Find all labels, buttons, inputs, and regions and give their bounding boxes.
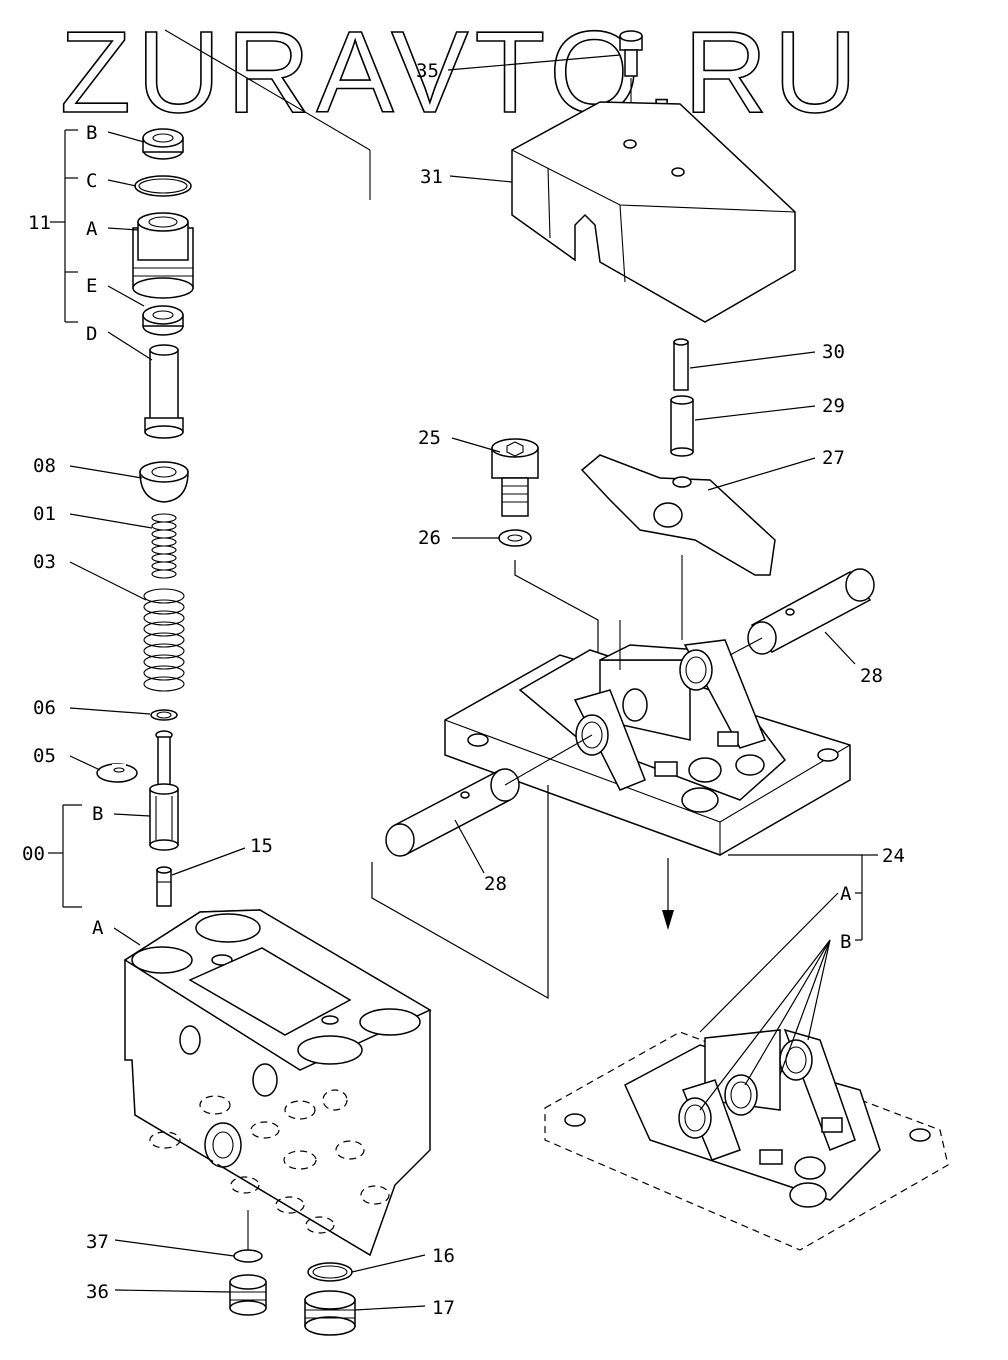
callout-27: 27 bbox=[822, 447, 845, 469]
callout-36: 36 bbox=[86, 1281, 109, 1303]
part-06-washer bbox=[150, 709, 178, 721]
watermark-text: ZURAVTO.RU bbox=[60, 7, 863, 137]
part-05-retainer bbox=[96, 763, 138, 783]
callout-16: 16 bbox=[432, 1245, 455, 1267]
callout-11-D: D bbox=[86, 323, 97, 345]
axis-line-pin-upper bbox=[729, 637, 763, 656]
group-00-bracket bbox=[48, 804, 82, 908]
callout-37: 37 bbox=[86, 1231, 109, 1253]
part-26-lock-washer bbox=[498, 529, 532, 547]
part-08-spring-seat bbox=[139, 461, 189, 503]
callout-11-C: C bbox=[86, 170, 97, 192]
callout-08: 08 bbox=[33, 455, 56, 477]
callout-24: 24 bbox=[882, 845, 905, 867]
part-00A-valve-body bbox=[123, 909, 432, 1257]
part-30-pin bbox=[673, 338, 689, 391]
part-35-bolt bbox=[619, 30, 643, 140]
part-11C-o-ring-inner bbox=[138, 178, 188, 194]
part-28-pin-upper bbox=[747, 568, 875, 655]
part-01-inner-spring bbox=[151, 513, 177, 579]
callout-17: 17 bbox=[432, 1297, 455, 1319]
part-25-socket-bolt bbox=[491, 438, 539, 517]
callout-29: 29 bbox=[822, 395, 845, 417]
part-24A-base-plate-view bbox=[544, 1028, 949, 1251]
callout-24-B: B bbox=[840, 931, 851, 953]
callout-06: 06 bbox=[33, 697, 56, 719]
callout-15: 15 bbox=[250, 835, 273, 857]
callout-00-A: A bbox=[92, 917, 104, 939]
callout-11-E: E bbox=[86, 275, 97, 297]
callout-26: 26 bbox=[418, 527, 441, 549]
callout-11-B: B bbox=[86, 122, 97, 144]
part-17-plug bbox=[304, 1290, 356, 1336]
part-29-sleeve bbox=[670, 395, 694, 457]
axis-line-top bbox=[164, 29, 371, 151]
callout-25: 25 bbox=[418, 427, 441, 449]
callout-28-lower: 28 bbox=[484, 873, 507, 895]
part-11B-seal bbox=[142, 128, 184, 160]
part-24-base-plate bbox=[444, 639, 851, 856]
callout-03: 03 bbox=[33, 551, 56, 573]
part-37-o-ring bbox=[233, 1249, 263, 1263]
part-31-cover bbox=[511, 101, 796, 323]
part-00B-spool bbox=[149, 730, 179, 851]
callout-11-A: A bbox=[86, 218, 98, 240]
part-16-o-ring-inner bbox=[312, 1265, 348, 1279]
callout-05: 05 bbox=[33, 745, 56, 767]
group-24-AB-leaders bbox=[699, 892, 839, 1111]
callout-11: 11 bbox=[28, 212, 51, 234]
group-11-bracket bbox=[50, 129, 78, 323]
part-28-pin-lower bbox=[385, 768, 520, 857]
callout-35: 35 bbox=[416, 60, 439, 82]
part-06-washer-hole bbox=[156, 711, 172, 719]
part-03-outer-spring bbox=[143, 588, 185, 692]
part-36-plug bbox=[229, 1274, 267, 1316]
part-11A-bushing bbox=[132, 212, 194, 299]
leader-lines bbox=[69, 54, 856, 1311]
callout-00-B: B bbox=[92, 803, 103, 825]
part-27-lever bbox=[580, 454, 776, 640]
down-arrow-icon bbox=[662, 858, 674, 930]
part-15-pin bbox=[156, 866, 172, 907]
part-11D-plunger bbox=[144, 344, 184, 439]
axis-line-bolt-25 bbox=[514, 560, 599, 680]
group-24-bracket bbox=[728, 854, 878, 941]
callout-01: 01 bbox=[33, 503, 56, 525]
callout-30: 30 bbox=[822, 341, 845, 363]
callout-31: 31 bbox=[420, 166, 443, 188]
callout-00: 00 bbox=[22, 843, 45, 865]
callout-24-A: A bbox=[840, 883, 852, 905]
axis-line-frame bbox=[371, 785, 549, 1000]
part-11E-seal bbox=[142, 305, 184, 336]
callout-28-upper: 28 bbox=[860, 665, 883, 687]
axis-line-pin-lower bbox=[504, 734, 593, 786]
